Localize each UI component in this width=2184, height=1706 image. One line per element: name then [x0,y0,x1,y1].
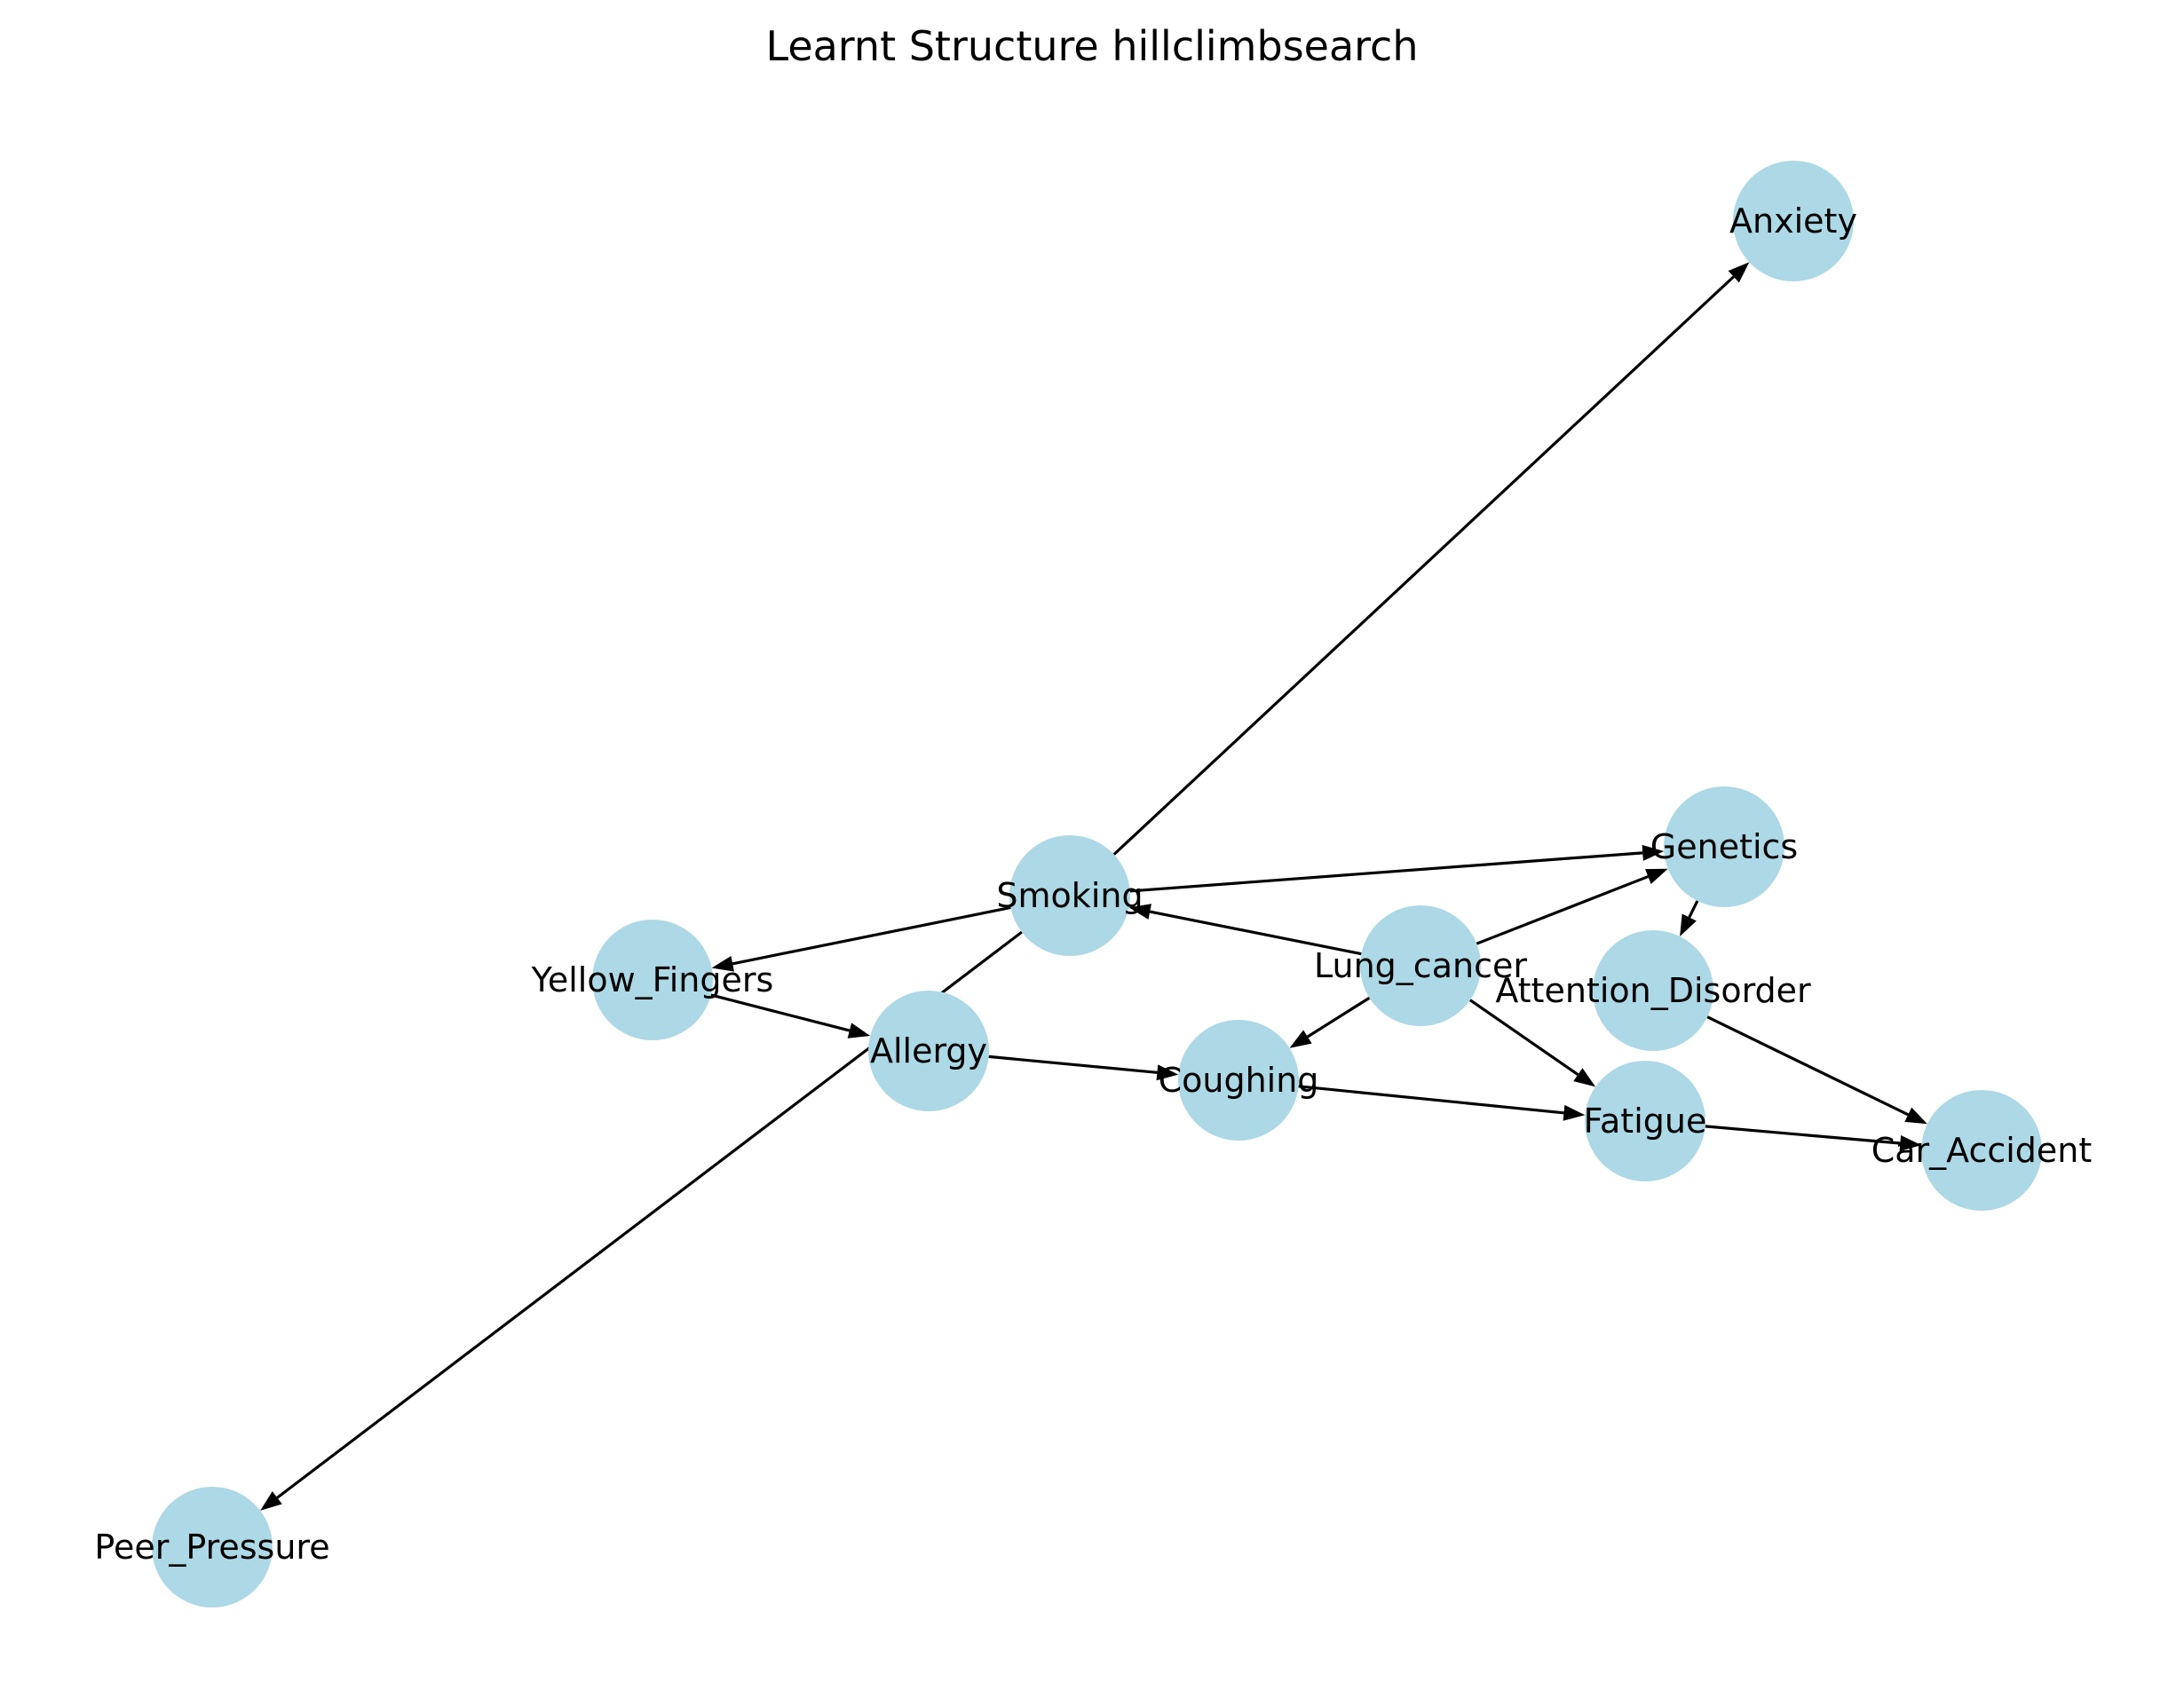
edge-lung_cancer-to-coughing [1289,996,1371,1048]
node-label-allergy: Allergy [870,1031,987,1070]
edge-lung_cancer-to-smoking [1128,904,1362,956]
edge-smoking-to-genetics [1129,844,1665,893]
node-label-anxiety: Anxiety [1729,201,1857,241]
node-label-attention-disorder: Attention_Disorder [1495,971,1811,1010]
edge-yellow_fingers-to-allergy [710,993,871,1039]
node-label-smoking: Smoking [996,876,1143,915]
edge-fatigue-to-car_accident [1705,1125,1922,1151]
node-coughing [1178,1020,1299,1141]
node-smoking [1009,835,1130,956]
node-anxiety [1733,161,1854,281]
edge-attention_disorder-to-car_accident [1706,1015,1927,1125]
node-label-yellow-fingers: Yellow_Fingers [531,960,774,999]
node-car-accident [1921,1090,2042,1211]
edge-coughing-to-fatigue [1298,1085,1586,1121]
edge-genetics-to-attention_disorder [1680,900,1699,937]
arrowhead-icon [1156,1064,1179,1081]
node-genetics [1664,786,1784,907]
edge-line [1307,996,1371,1039]
arrowhead-icon [1904,1107,1927,1125]
edge-smoking-to-anxiety [1112,262,1750,856]
node-yellow-fingers [592,920,713,1040]
arrowhead-icon [1563,1104,1586,1121]
arrowhead-icon [1128,904,1151,920]
edge-line [1469,999,1579,1076]
node-label-genetics: Genetics [1650,827,1798,866]
node-fatigue [1585,1061,1705,1181]
node-attention-disorder [1593,930,1713,1051]
node-lung-cancer [1360,905,1481,1026]
arrowhead-icon [1680,913,1697,937]
edges-layer [260,262,1927,1511]
node-peer-pressure [152,1487,273,1607]
node-label-fatigue: Fatigue [1584,1102,1707,1141]
arrowhead-icon [1642,844,1665,861]
arrowhead-icon [1645,868,1668,884]
arrowhead-icon [711,955,734,972]
edge-line [1298,1085,1564,1115]
arrowhead-icon [260,1491,282,1511]
edge-line [710,993,851,1032]
node-label-coughing: Coughing [1159,1061,1319,1100]
edge-smoking-to-yellow_fingers [711,905,1011,972]
edge-line [1706,1015,1909,1117]
diagram-title: Learnt Structure hillclimbsearch [766,22,1419,70]
arrowhead-icon [1573,1068,1596,1087]
arrowhead-icon [1899,1135,1922,1151]
edge-line [1129,851,1643,893]
node-label-car-accident: Car_Accident [1871,1131,2093,1170]
edge-allergy-to-coughing [988,1054,1179,1081]
edge-line [1149,910,1362,956]
node-allergy [868,991,989,1111]
edge-line [732,905,1011,966]
arrowhead-icon [847,1023,871,1039]
edge-line [988,1054,1158,1074]
node-label-peer-pressure: Peer_Pressure [94,1528,329,1567]
nodes-layer [152,161,2042,1607]
edge-line [1688,900,1699,919]
arrowhead-icon [1289,1030,1312,1048]
edge-line [1476,875,1649,945]
arrowhead-icon [1728,262,1750,283]
edge-lung_cancer-to-genetics [1476,868,1668,945]
edge-lung_cancer-to-fatigue [1469,999,1596,1087]
node-label-lung-cancer: Lung_cancer [1314,946,1527,985]
edge-line [1705,1125,1901,1145]
edge-line [1112,275,1735,856]
